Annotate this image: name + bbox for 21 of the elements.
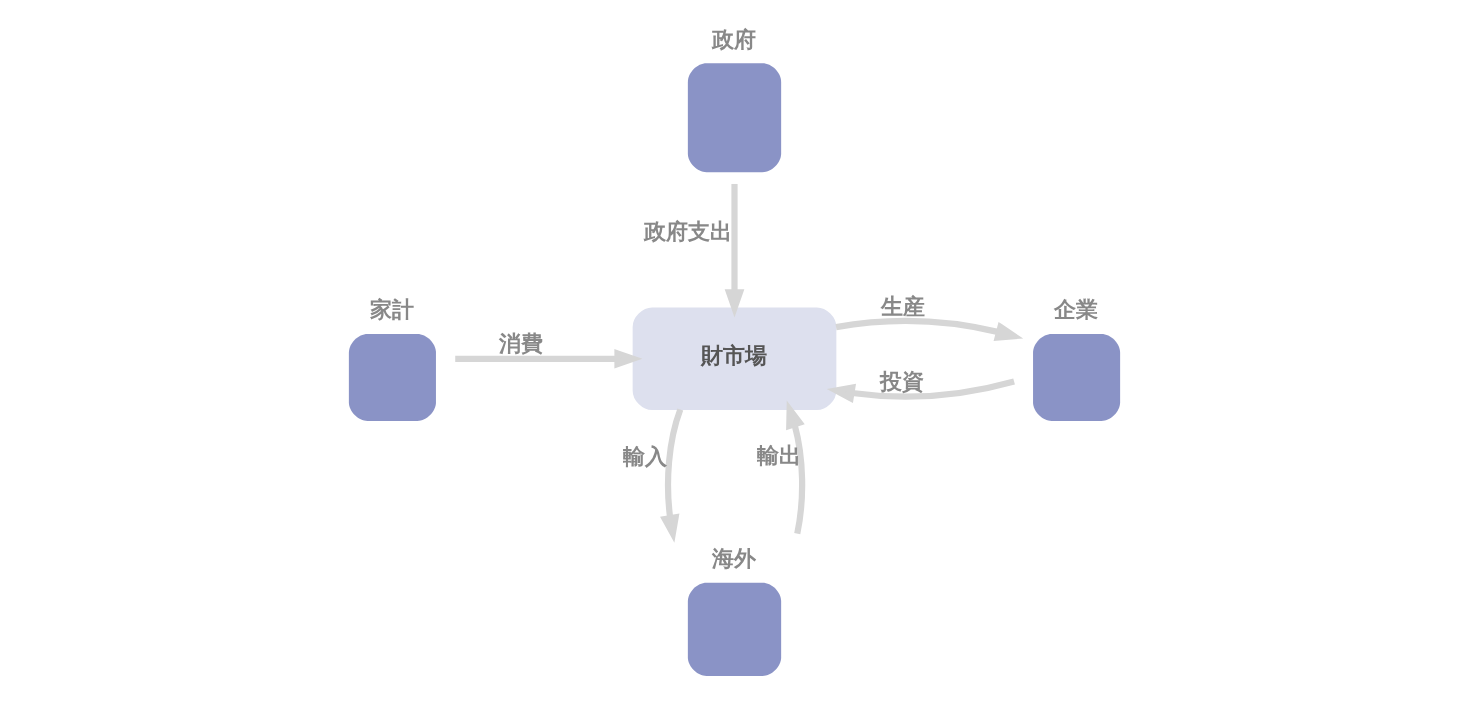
arrow <box>826 378 1015 404</box>
node-label: 企業 <box>1053 297 1098 323</box>
arrow <box>835 317 1023 341</box>
edge-label: 生産 <box>880 293 925 319</box>
edge-label: 輸入 <box>622 443 667 469</box>
edge-label: 政府支出 <box>643 219 732 245</box>
node-box <box>1032 333 1120 421</box>
node-box <box>687 63 781 173</box>
edge-label: 消費 <box>498 331 543 357</box>
node-box <box>687 582 781 676</box>
arrow <box>659 408 683 543</box>
arrow <box>724 183 744 318</box>
arrow <box>454 348 642 369</box>
arrow <box>785 400 805 535</box>
node-label: 海外 <box>711 545 756 571</box>
node-box: 財市場 <box>632 307 836 411</box>
edge-label: 輸出 <box>756 443 801 469</box>
node-label: 家計 <box>369 297 414 323</box>
node-label: 政府 <box>711 26 756 52</box>
node-box <box>348 333 436 421</box>
edge-label: 投資 <box>879 368 924 394</box>
